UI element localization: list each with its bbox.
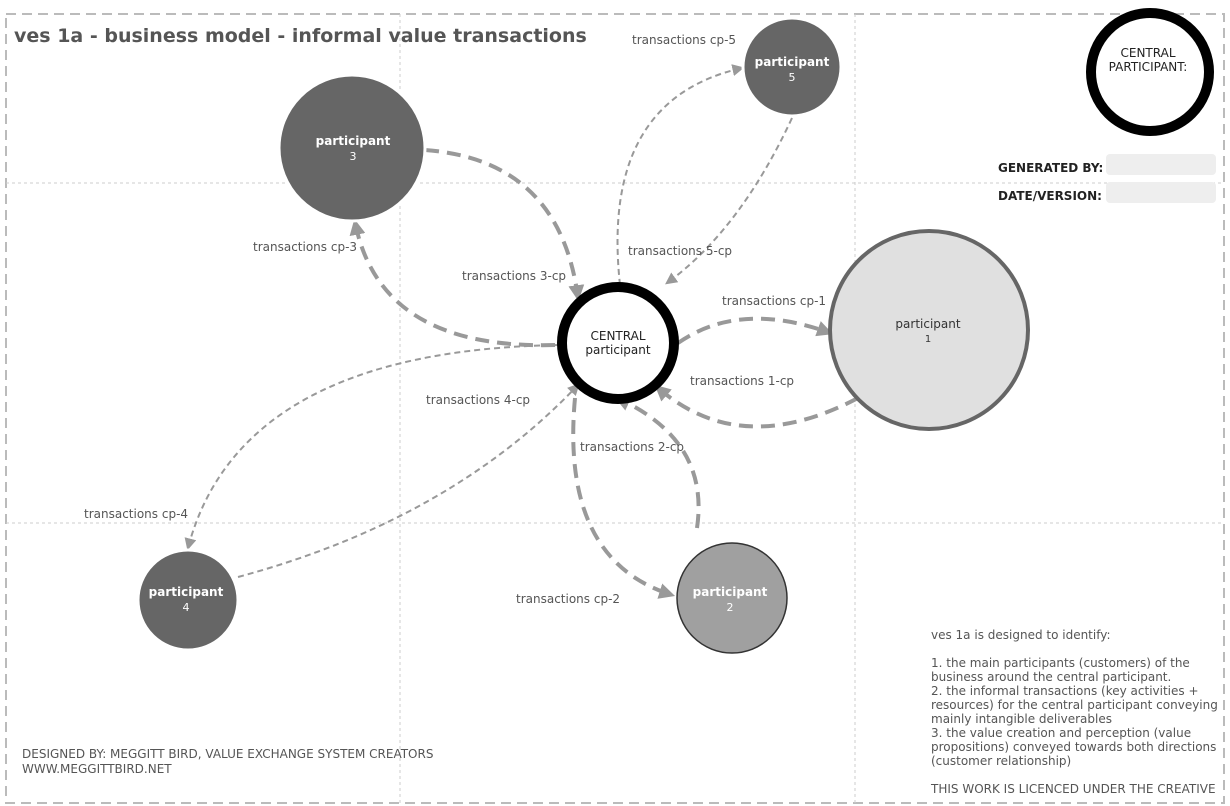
participant-label: participant <box>895 317 960 331</box>
participant-5[interactable]: participant 5 <box>741 16 843 118</box>
arrow-4-cp <box>237 383 580 578</box>
page-border <box>5 13 1225 804</box>
arrow-cp-3 <box>349 218 556 348</box>
participant-1[interactable]: participant 1 <box>828 229 1030 431</box>
grid-lines <box>6 14 1224 803</box>
participant-number: 5 <box>789 71 796 84</box>
label-5-cp: transactions 5-cp <box>628 244 732 258</box>
credits: DESIGNED BY: MEGGITT BIRD, VALUE EXCHANG… <box>22 747 433 777</box>
legend-central-participant: CENTRAL PARTICIPANT: <box>1086 8 1214 136</box>
participant-number: 2 <box>727 601 734 614</box>
arrow-cp-4 <box>184 344 561 551</box>
label-4-cp: transactions 4-cp <box>426 393 530 407</box>
arrow-5-cp <box>665 117 793 285</box>
label-2-cp: transactions 2-cp <box>580 440 684 454</box>
legend-line1: CENTRAL <box>1120 46 1175 60</box>
central-sublabel: participant <box>585 343 650 357</box>
credit-designer: DESIGNED BY: MEGGITT BIRD, VALUE EXCHANG… <box>22 747 434 761</box>
description-text: ves 1a is designed to identify: 1. the m… <box>931 628 1218 796</box>
participant-4[interactable]: participant 4 <box>136 548 240 652</box>
participant-2[interactable]: participant 2 <box>676 542 788 654</box>
participant-number: 4 <box>183 601 190 614</box>
label-cp-1: transactions cp-1 <box>722 294 826 308</box>
arrow-cp-5 <box>616 64 745 286</box>
participant-number: 1 <box>925 334 931 345</box>
generated-by-field[interactable] <box>1106 154 1216 175</box>
participant-3[interactable]: participant 3 <box>277 73 427 223</box>
participant-label: participant <box>693 585 768 599</box>
label-cp-2: transactions cp-2 <box>516 592 620 606</box>
generated-by-label: GENERATED BY: <box>998 161 1104 175</box>
credit-website[interactable]: WWW.MEGGITTBIRD.NET <box>22 762 172 776</box>
participant-label: participant <box>149 585 224 599</box>
arrow-3-cp <box>424 148 585 302</box>
label-cp-3: transactions cp-3 <box>253 240 357 254</box>
central-participant[interactable]: CENTRAL participant <box>557 282 679 404</box>
arrow-cp-1 <box>676 316 834 345</box>
arrow-1-cp <box>654 384 859 429</box>
date-version-field[interactable] <box>1106 182 1216 203</box>
arrow-cp-2 <box>571 397 676 599</box>
participant-label: participant <box>316 134 391 148</box>
label-cp-4: transactions cp-4 <box>84 507 188 521</box>
date-version-label: DATE/VERSION: <box>998 189 1102 203</box>
label-1-cp: transactions 1-cp <box>690 374 794 388</box>
central-label: CENTRAL <box>590 329 645 343</box>
participant-number: 3 <box>350 150 357 163</box>
label-cp-5: transactions cp-5 <box>632 33 736 47</box>
arrow-2-cp <box>614 395 701 529</box>
label-3-cp: transactions 3-cp <box>462 269 566 283</box>
participant-label: participant <box>755 55 830 69</box>
page-title: ves 1a - business model - informal value… <box>14 25 587 47</box>
legend-line2: PARTICIPANT: <box>1109 60 1188 74</box>
